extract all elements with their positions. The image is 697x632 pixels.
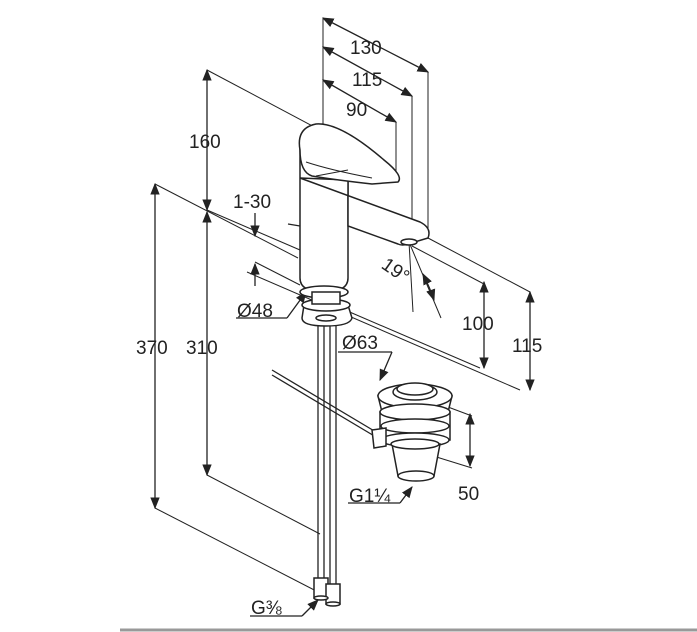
- dimension-labels: 130 115 90 160 1-30 19° Ø48 100 115 370 …: [136, 38, 542, 619]
- dim-100: 100: [462, 314, 494, 335]
- dim-g1-1-4: G1¼: [349, 486, 391, 507]
- dim-90: 90: [346, 100, 367, 121]
- dim-160: 160: [189, 132, 221, 153]
- dim-130: 130: [350, 38, 382, 59]
- dim-50: 50: [458, 484, 479, 505]
- dim-370: 370: [136, 338, 168, 359]
- dim-g3-8: G⅜: [251, 598, 282, 619]
- dim-115-right: 115: [512, 336, 542, 357]
- faucet-body: [287, 123, 430, 299]
- dim-19-deg: 19°: [377, 254, 413, 288]
- mounting-hardware: [271, 291, 377, 607]
- dim-diameter-63: Ø63: [342, 333, 378, 354]
- dim-diameter-48: Ø48: [237, 301, 273, 322]
- dimension-lines: [150, 17, 535, 617]
- dim-1-30: 1-30: [233, 192, 271, 213]
- dim-310: 310: [186, 338, 218, 359]
- waste-valve: [371, 382, 453, 482]
- dim-115-top: 115: [352, 70, 382, 91]
